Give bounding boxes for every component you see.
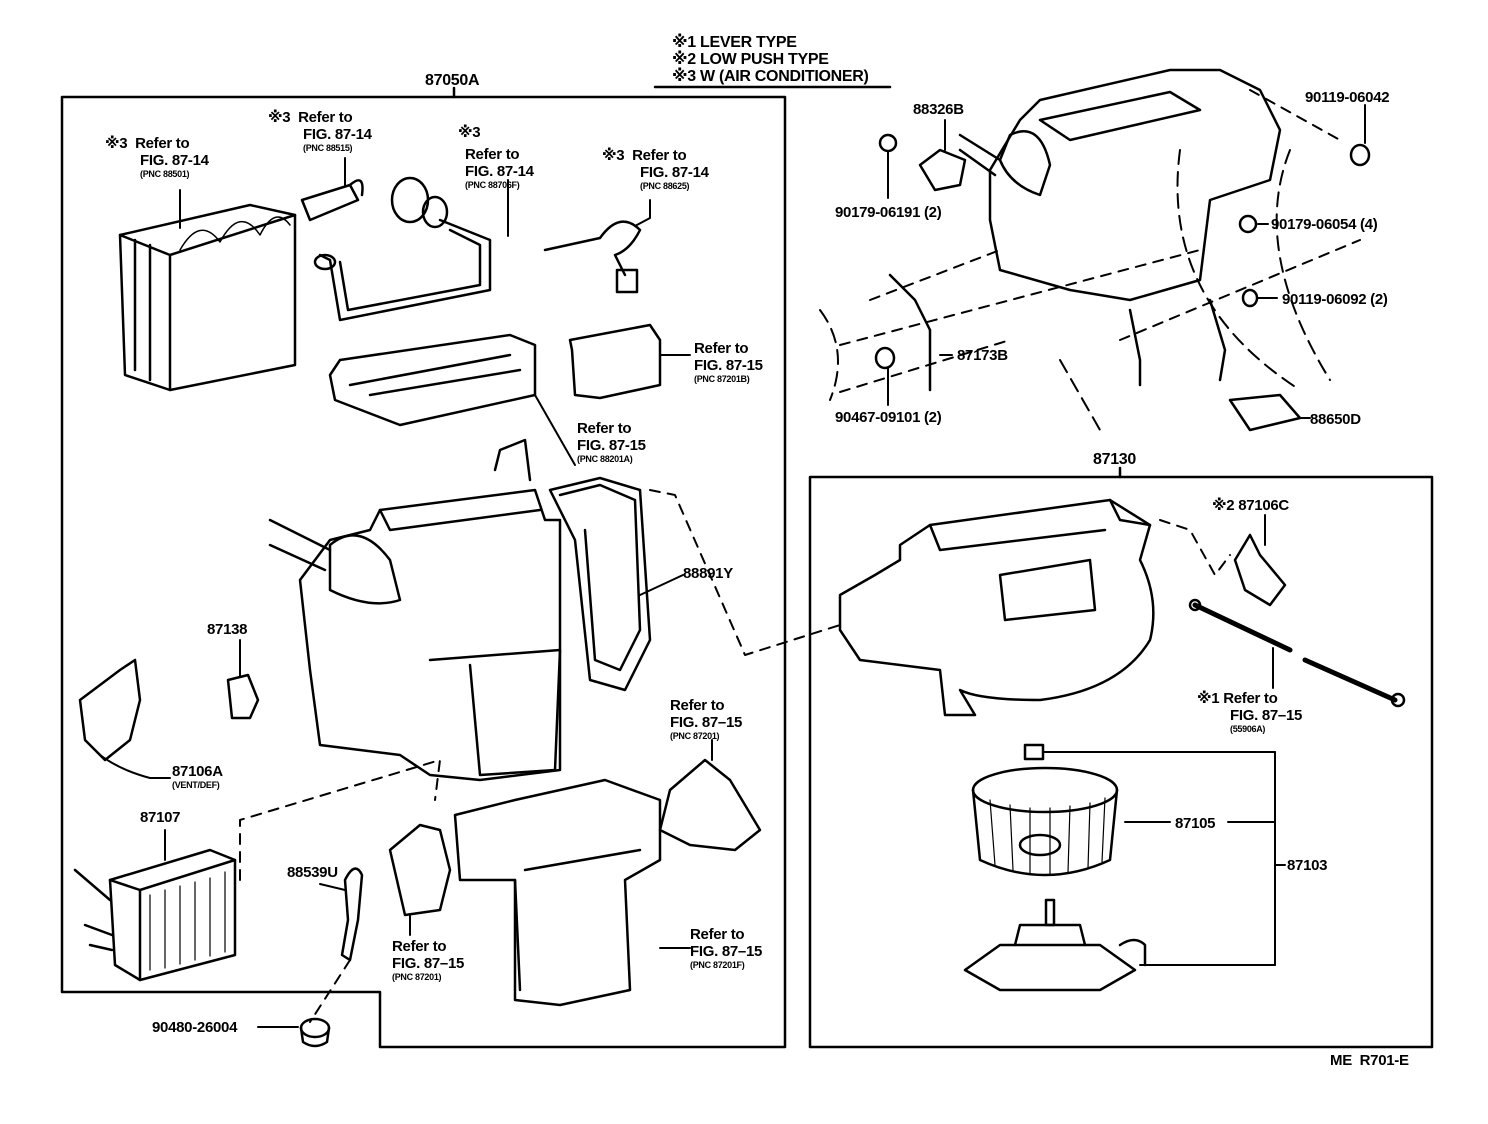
part-88891Y: 88891Y xyxy=(683,565,733,582)
blower-case-icon xyxy=(838,498,1231,717)
refrigerant-pipe-icon xyxy=(313,176,509,322)
part-87106A: 87106A(VENT/DEF) xyxy=(172,763,223,790)
part-87106C: ※2 87106C xyxy=(1212,497,1289,514)
part-87103: 87103 xyxy=(1287,857,1328,874)
part-90467-09101: 90467-09101 (2) xyxy=(835,409,942,426)
part-90480-26004: 90480-26004 xyxy=(152,1019,238,1036)
legend-item-1: ※1 LEVER TYPE xyxy=(672,34,797,51)
control-cable-icon xyxy=(1188,598,1406,708)
figure-code: ME R701-E xyxy=(1330,1052,1409,1069)
drain-hose-icon xyxy=(309,867,364,1023)
servo-motor-icon xyxy=(1233,514,1287,607)
lower-duct-icon xyxy=(388,739,762,1007)
part-87105: 87105 xyxy=(1175,815,1216,832)
blower-fan-icon xyxy=(971,743,1276,877)
part-87107: 87107 xyxy=(140,809,181,826)
thermistor-icon xyxy=(543,199,651,294)
part-90119-06042: 90119-06042 xyxy=(1305,89,1390,106)
blower-motor-icon xyxy=(963,898,1276,992)
part-90179-06054: 90179-06054 (4) xyxy=(1271,216,1378,233)
bracket-line-87103 xyxy=(1227,751,1286,966)
part-90119-06092: 90119-06092 (2) xyxy=(1282,291,1388,308)
bracket-icon xyxy=(226,673,260,720)
damper-servo-icon xyxy=(78,658,171,779)
group-label-87130: 87130 xyxy=(1093,451,1136,468)
heater-case-assembly-icon xyxy=(819,68,1371,432)
part-88326B: 88326B xyxy=(913,101,964,118)
expansion-valve-icon xyxy=(300,157,364,222)
air-duct-icon xyxy=(328,323,691,466)
group-label-87050A: 87050A xyxy=(425,72,480,89)
part-90179-06191: 90179-06191 (2) xyxy=(835,204,942,221)
part-88650D: 88650D xyxy=(1310,411,1361,428)
legend-item-2: ※2 LOW PUSH TYPE xyxy=(672,51,829,68)
heater-core-icon xyxy=(73,759,441,982)
group-box-87050A xyxy=(60,95,787,1049)
heater-unit-icon xyxy=(268,438,841,782)
legend-item-3: ※3 W (AIR CONDITIONER) xyxy=(672,68,869,85)
part-87138: 87138 xyxy=(207,621,248,638)
part-88539U: 88539U xyxy=(287,864,338,881)
evaporator-icon xyxy=(118,189,297,392)
grommet-icon xyxy=(257,1017,331,1048)
part-87173B: 87173B xyxy=(957,347,1008,364)
